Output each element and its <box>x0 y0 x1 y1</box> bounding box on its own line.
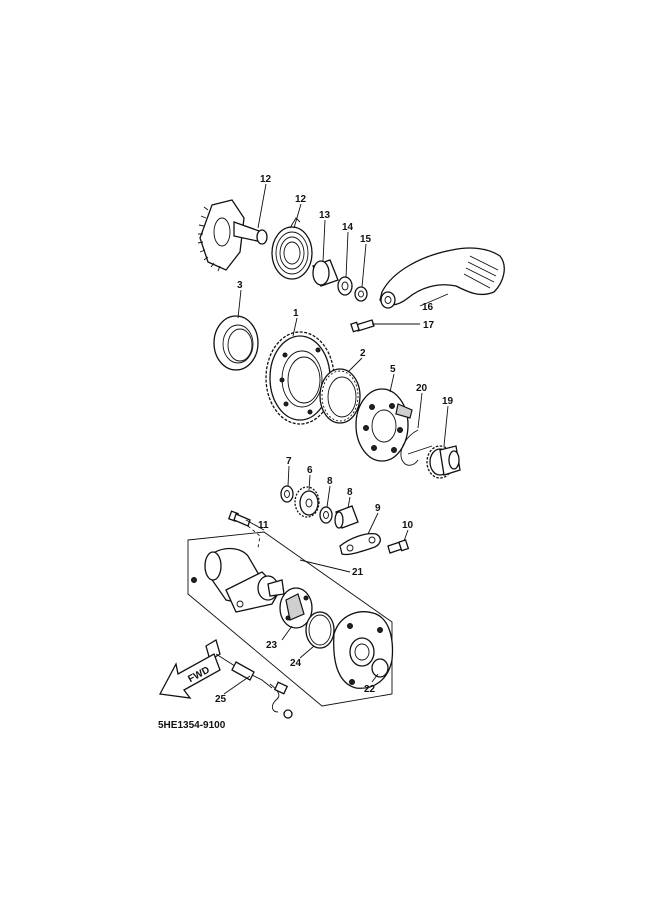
part-8-washer-right <box>319 506 333 524</box>
part-8-washer-left <box>280 485 294 503</box>
starter-motor-rear-cover <box>333 611 394 689</box>
callout-numbers: 12 12 13 14 15 16 17 3 1 2 5 20 19 7 6 8… <box>215 174 454 705</box>
part-1-ring-gear <box>265 331 335 425</box>
callout-8-left: 7 <box>286 456 292 467</box>
callout-18: 17 <box>423 320 435 331</box>
part-11-bolt <box>227 510 251 527</box>
starter-motor-body <box>191 547 285 613</box>
part-12-kick-gear-shaft <box>197 199 268 272</box>
callout-9: 9 <box>375 503 381 514</box>
part-17-kick-crank-lever <box>379 247 505 309</box>
callout-7: 8 <box>347 487 353 498</box>
part-24-o-ring <box>305 611 335 649</box>
callout-21: 21 <box>352 567 364 578</box>
callout-15: 14 <box>342 222 354 233</box>
callout-13: 12 <box>295 194 307 205</box>
part-2-one-way-clutch-bearing <box>319 368 361 424</box>
callout-8-right: 8 <box>327 476 333 487</box>
starter-motor-assembly-frame <box>187 525 393 707</box>
part-5-starter-clutch-housing <box>355 388 413 462</box>
callout-3: 3 <box>237 280 243 291</box>
part-23-brush-holder <box>279 587 313 629</box>
callout-25: 25 <box>215 694 227 705</box>
part-25-brush-lead <box>205 639 293 719</box>
part-22-ring <box>371 658 389 678</box>
part-15-washer <box>337 276 353 296</box>
callout-24: 24 <box>290 658 302 669</box>
part-20-clip <box>400 429 433 466</box>
part-18-bolt <box>350 319 375 333</box>
part-13-torsion-spring <box>271 217 313 280</box>
fwd-direction-arrow: FWD <box>158 653 221 699</box>
part-6-idler-gear <box>294 486 320 518</box>
drawing-code: 5HE1354-9100 <box>158 720 226 731</box>
callout-1: 1 <box>293 308 299 319</box>
callout-19: 19 <box>442 396 454 407</box>
callout-6: 6 <box>307 465 313 476</box>
part-14-collar <box>312 259 339 287</box>
callout-12: 12 <box>260 174 272 185</box>
callout-10: 10 <box>402 520 414 531</box>
callout-11: 11 <box>258 520 269 531</box>
callout-5: 5 <box>390 364 396 375</box>
callout-20: 20 <box>416 383 428 394</box>
callout-23: 23 <box>266 640 278 651</box>
callout-17: 16 <box>422 302 434 313</box>
part-3-oil-seal <box>213 315 259 371</box>
part-19-drive-gear <box>426 445 461 479</box>
callout-16: 15 <box>360 234 372 245</box>
callout-2: 2 <box>360 348 366 359</box>
part-10-bolt <box>387 539 410 554</box>
callout-14: 13 <box>319 210 331 221</box>
part-16-washer <box>354 286 368 302</box>
callout-22: 22 <box>364 684 376 695</box>
part-7-shaft <box>334 505 359 529</box>
part-9-plate <box>339 532 381 556</box>
callout-leaders <box>223 183 449 695</box>
